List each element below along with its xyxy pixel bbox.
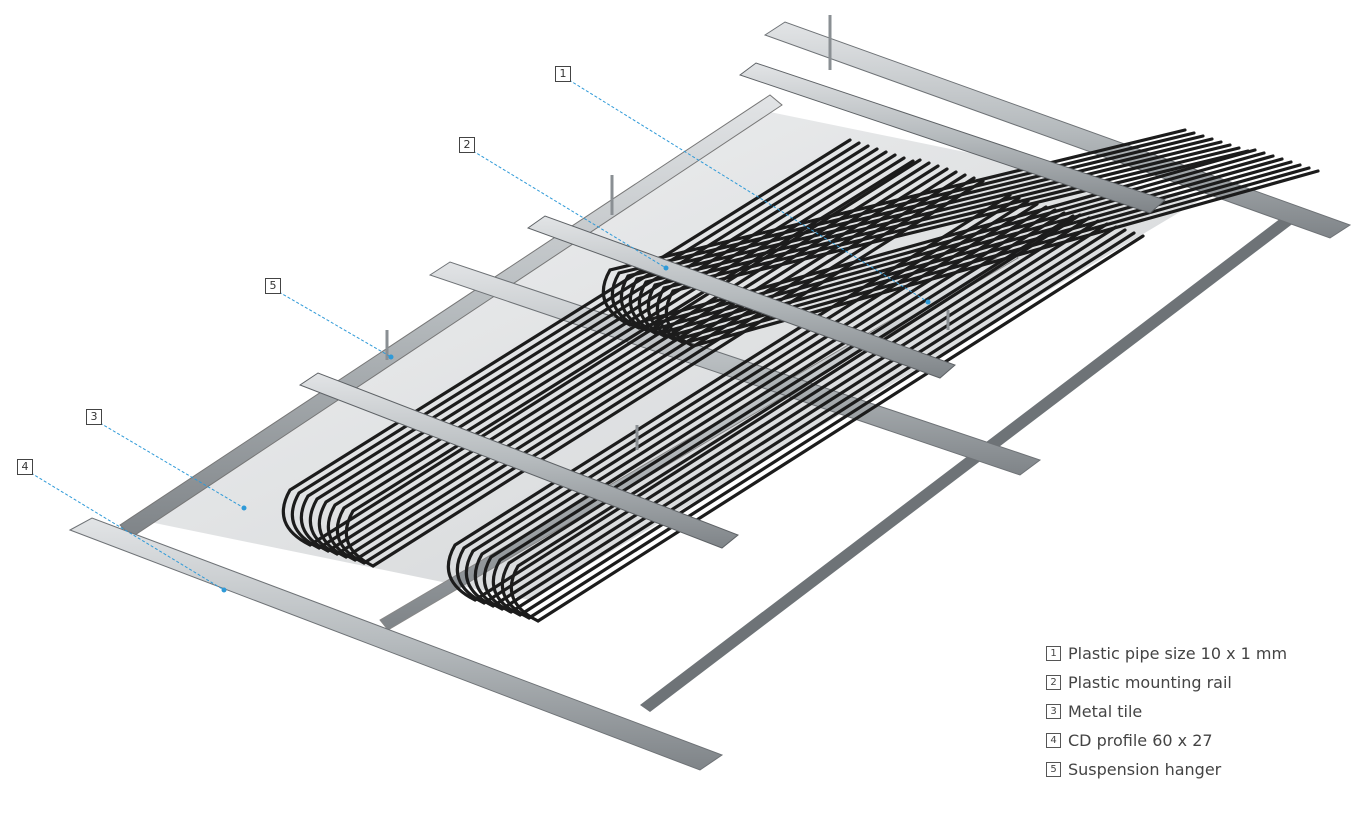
callout-3: 3	[86, 409, 102, 425]
cd-profile-cross-bottom	[68, 517, 724, 771]
mounting-rail-back	[738, 62, 1166, 214]
legend-number: 1	[1046, 646, 1061, 661]
pipe-loop	[628, 137, 1284, 336]
leader-dot	[241, 505, 247, 511]
plastic-pipe-coils	[281, 128, 1320, 623]
leader-lines	[30, 79, 931, 593]
legend-item: 1 Plastic pipe size 10 x 1 mm	[1046, 639, 1287, 668]
pipe-loop	[464, 199, 1100, 608]
legend: 1 Plastic pipe size 10 x 1 mm 2 Plastic …	[1046, 639, 1287, 784]
leader-line	[472, 150, 667, 269]
pipe-loop	[299, 144, 940, 553]
leader-dot	[388, 354, 394, 360]
pipe-loop	[610, 131, 1266, 330]
legend-item: 4 CD profile 60 x 27	[1046, 726, 1287, 755]
pipe-loop	[290, 141, 931, 550]
pipe-loop	[455, 196, 1091, 605]
callout-4: 4	[17, 459, 33, 475]
pipe-loop	[500, 211, 1136, 620]
leader-line	[99, 422, 245, 509]
pipe-loop	[326, 153, 967, 562]
mounting-rail-front	[298, 372, 739, 549]
legend-label: Metal tile	[1068, 702, 1143, 721]
pipe-loop	[646, 143, 1302, 342]
leader-line	[30, 472, 225, 591]
legend-number: 2	[1046, 675, 1061, 690]
callout-5: 5	[265, 278, 281, 294]
pipe-loop	[655, 146, 1311, 345]
pipe-loop	[317, 150, 958, 559]
leader-line	[568, 79, 929, 303]
legend-number: 5	[1046, 762, 1061, 777]
legend-number: 4	[1046, 733, 1061, 748]
legend-number: 3	[1046, 704, 1061, 719]
pipe-loop	[344, 159, 985, 568]
legend-item: 5 Suspension hanger	[1046, 755, 1287, 784]
pipe-loop	[637, 140, 1293, 339]
pipe-loop	[509, 214, 1145, 623]
pipe-loop	[281, 138, 922, 547]
legend-label: Plastic pipe size 10 x 1 mm	[1068, 644, 1288, 663]
pipe-loop	[335, 156, 976, 565]
pipe-loop	[664, 149, 1320, 348]
pipe-loop	[473, 202, 1109, 611]
legend-item: 3 Metal tile	[1046, 697, 1287, 726]
legend-label: Plastic mounting rail	[1068, 673, 1232, 692]
pipe-loop	[491, 208, 1127, 617]
pipe-loop	[446, 193, 1082, 602]
mounting-rail-middle	[526, 215, 956, 379]
pipe-loop	[601, 128, 1257, 327]
callout-2: 2	[459, 137, 475, 153]
pipe-loop	[308, 147, 949, 556]
pipe-loop	[482, 205, 1118, 614]
leader-dot	[221, 587, 227, 593]
legend-label: CD profile 60 x 27	[1068, 731, 1213, 750]
leader-dot	[663, 265, 669, 271]
perimeter-rail-right	[640, 215, 1295, 712]
leader-dot	[925, 299, 931, 305]
legend-label: Suspension hanger	[1068, 760, 1222, 779]
pipe-loop	[619, 134, 1275, 333]
legend-item: 2 Plastic mounting rail	[1046, 668, 1287, 697]
callout-1: 1	[555, 66, 571, 82]
leader-line	[278, 291, 392, 358]
